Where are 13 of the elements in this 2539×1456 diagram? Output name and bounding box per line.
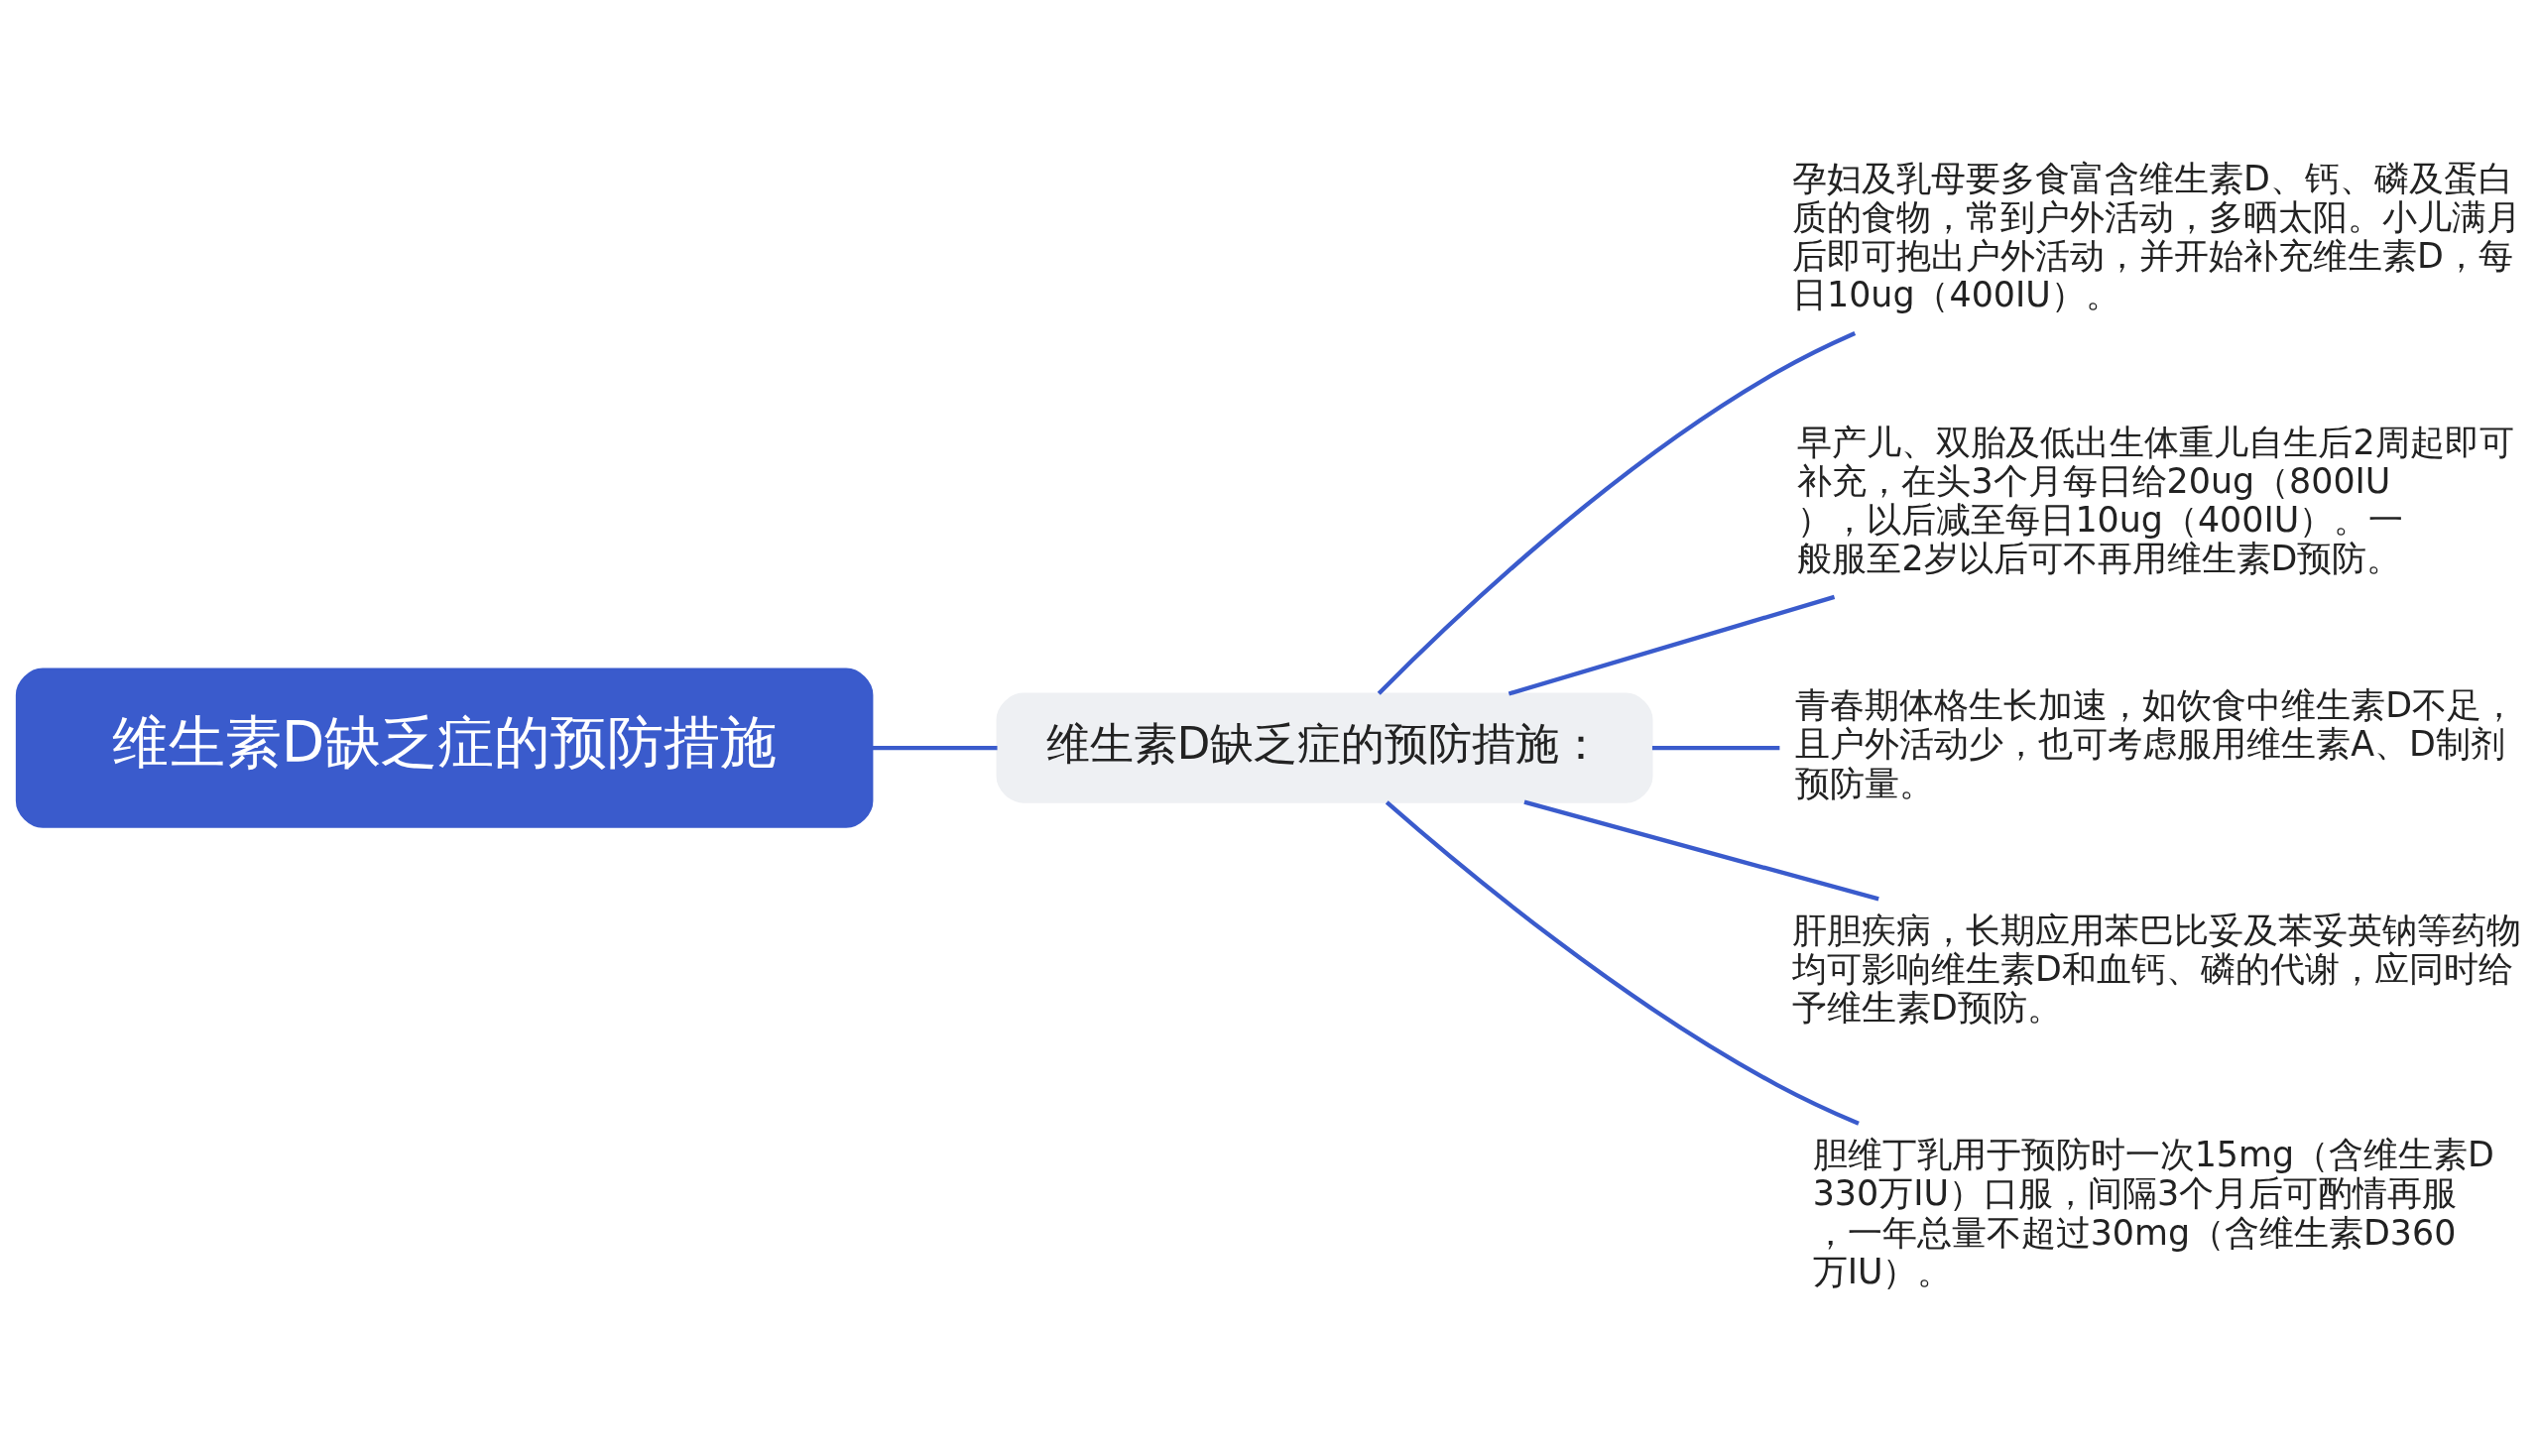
node-text: 胆维丁乳用于预防时一次15mg（含维生素D330万IU）口服，间隔3个月后可酌情再服，一年总量不超过30mg（含维生素D360万IU）。 — [1812, 1134, 2494, 1291]
node-text: 肝胆疾病，长期应用苯巴比妥及苯妥英钠等药物均可影响维生素D和血钙、磷的代谢，应同时给予维生素D预防。 — [1791, 910, 2521, 1028]
connector — [1523, 799, 1879, 901]
connector — [872, 745, 998, 750]
connector — [1651, 745, 1780, 750]
node-text: 孕妇及乳母要多食富含维生素D、钙、磷及蛋白质的食物，常到户外活动，多晒太阳。小儿满月后即可抱出户外活动，并开始补充维生素D，每日10ug（400IU）。 — [1791, 158, 2521, 314]
node-box: 维生素D缺乏症的预防措施 — [15, 667, 874, 828]
connector — [1385, 799, 1860, 1126]
node-text: 早产儿、双胎及低出生体重儿自生后2周起即可补充，在头3个月每日给20ug（800IU），以后减至每日10ug（400IU）。一般服至2岁以后可不再用维生素D预防。 — [1797, 422, 2514, 578]
connector — [1508, 594, 1836, 696]
node-box: 维生素D缺乏症的预防措施： — [996, 692, 1653, 803]
connector — [1377, 330, 1857, 695]
node-text: 青春期体格生长加速，如饮食中维生素D不足，且户外活动少，也可考虑服用维生素A、D制剂预防量。 — [1795, 684, 2517, 803]
